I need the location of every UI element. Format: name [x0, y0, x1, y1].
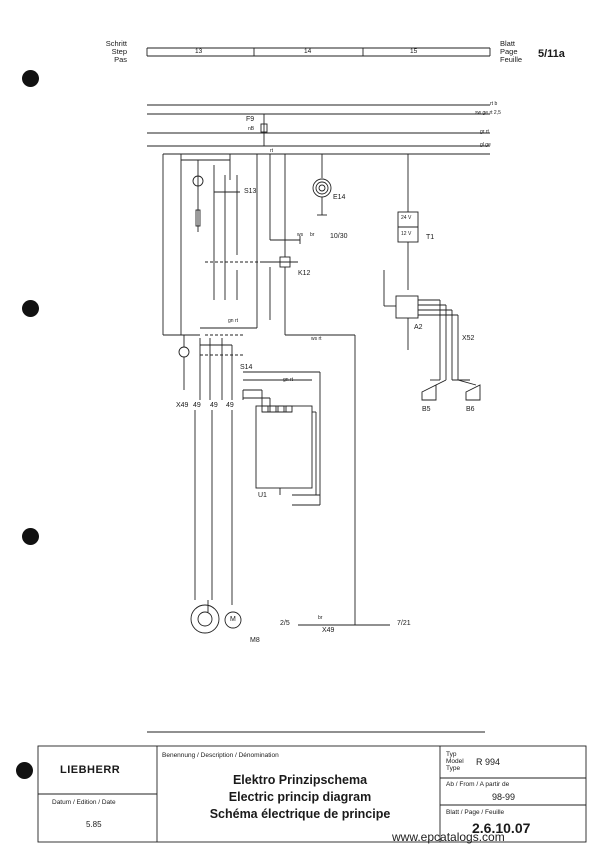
step-label-en: Step	[111, 47, 127, 56]
type-label-fr: Type	[446, 765, 461, 772]
date-value: 5.85	[86, 820, 102, 829]
terminal-49-b: 49	[210, 402, 218, 409]
switch-s13: S13	[244, 188, 257, 195]
ref-2-5: 2/5	[280, 620, 290, 627]
type-label-de: Typ	[446, 751, 457, 758]
terminal-49-c: 49	[226, 402, 234, 409]
fuse-value: nB	[248, 126, 255, 132]
motor-symbol: M	[230, 616, 236, 623]
title-en: Electric princip diagram	[228, 790, 372, 804]
watermark: www.epcatalogs.com	[392, 830, 505, 844]
fuse-f9: F9	[246, 116, 255, 123]
sheet-number: 5/11a	[538, 48, 565, 60]
speaker-b5: B5	[422, 406, 431, 413]
connector-x52: X52	[462, 335, 475, 342]
step-13: 13	[195, 48, 203, 55]
title-block-titles: Elektro Prinzipschema Electric princip d…	[175, 772, 425, 823]
punch-hole	[16, 762, 33, 779]
page-label-de: Blatt	[500, 39, 516, 48]
amp-a2: A2	[414, 324, 423, 331]
bus-label-5: rt	[270, 148, 274, 154]
type-label-en: Model	[446, 758, 464, 765]
ref-7-21: 7/21	[397, 620, 411, 627]
page-label-en: Page	[500, 47, 518, 56]
title-de: Elektro Prinzipschema	[232, 773, 368, 787]
punch-hole	[22, 528, 39, 545]
page-label-fr: Feuille	[500, 55, 523, 64]
t1-primary: 24 V	[401, 215, 412, 221]
bus-label-3: gr rt	[480, 129, 489, 135]
date-label: Datum / Edition / Date	[52, 799, 116, 806]
page-label-tb: Blatt / Page / Feuille	[446, 809, 505, 816]
step-label-de: Schritt	[105, 39, 127, 48]
step-label: Schritt Step Pas	[95, 40, 127, 64]
wire-gn-rt-upper: gn rt	[228, 318, 239, 324]
unit-u1: U1	[258, 492, 267, 499]
step-label-fr: Pas	[114, 55, 127, 64]
step-15: 15	[410, 48, 418, 55]
terminal-49-a: 49	[193, 402, 201, 409]
connector-x49: X49	[176, 402, 189, 409]
transformer-t1: T1	[426, 234, 435, 241]
wire-ws-rt: ws rt	[311, 336, 322, 342]
bus-label-4: gl ge	[480, 142, 491, 148]
switch-s14: S14	[240, 364, 253, 371]
page-value: 2.6.10.07	[472, 820, 531, 836]
logo: LIEBHERR	[60, 764, 121, 776]
wire-ws: ws	[297, 232, 304, 238]
type-value: R 994	[476, 757, 501, 767]
bus-label-1: rt b	[490, 101, 498, 107]
from-label: Ab / From / A partir de	[446, 781, 510, 788]
relay-k12: K12	[298, 270, 311, 277]
desc-label: Benennung / Description / Dénomination	[162, 752, 279, 759]
page-label: Blatt Page Feuille	[500, 40, 522, 64]
punch-hole	[22, 300, 39, 317]
step-14: 14	[304, 48, 312, 55]
punch-hole	[22, 70, 39, 87]
speaker-b6: B6	[466, 406, 475, 413]
bus-label-2: sw ge rt 2,5	[475, 110, 501, 116]
wire-br: br	[310, 232, 315, 238]
title-fr: Schéma électrique de principe	[209, 807, 391, 821]
horn-e14: E14	[333, 194, 346, 201]
t1-secondary: 12 V	[401, 231, 412, 237]
bottom-wire-br: br	[318, 615, 323, 621]
bottom-x49: X49	[322, 627, 335, 634]
wire-gn-rt-lower: gn rt	[283, 377, 294, 383]
motor-m8: M8	[250, 637, 260, 644]
ref-10-30: 10/30	[330, 233, 348, 240]
type-labels: Typ Model Type	[446, 751, 464, 772]
from-value: 98-99	[492, 792, 516, 802]
